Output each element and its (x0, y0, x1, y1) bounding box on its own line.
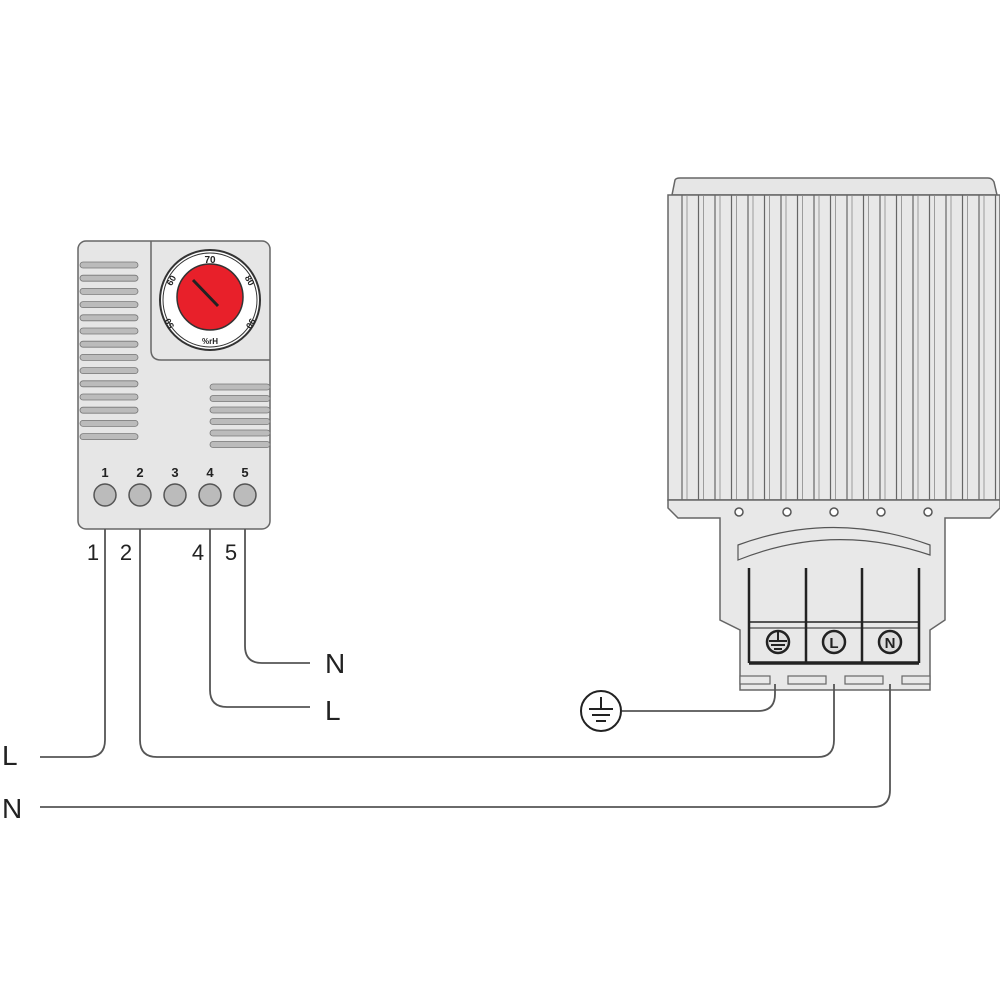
vent-slot (79, 353, 139, 361)
terminal-number-5: 5 (241, 465, 248, 480)
output-l-label: L (325, 695, 341, 726)
vent-slot (79, 340, 139, 348)
vent-slot (79, 406, 139, 414)
l-terminal-label: L (829, 635, 838, 652)
vent-slot (79, 419, 139, 427)
dial-label-50: 50 (163, 317, 177, 331)
vent-slot (79, 314, 139, 322)
vent-slot (209, 406, 271, 414)
terminal-screw-2[interactable] (128, 483, 152, 507)
dial-label-70: 70 (204, 255, 216, 266)
wire-supply-l (40, 529, 106, 758)
dial-label-80: 80 (243, 274, 257, 288)
heater-fins (681, 195, 997, 500)
earth-symbol (580, 690, 622, 732)
vent-slot (79, 367, 139, 375)
n-terminal[interactable]: N (877, 629, 903, 655)
wire-label-5: 5 (225, 540, 237, 565)
dial-label-rh: %rH (202, 337, 218, 346)
terminal-number-2: 2 (136, 465, 143, 480)
vent-slot (209, 441, 271, 448)
earth-terminal[interactable] (765, 629, 791, 655)
dial-label-90: 90 (244, 317, 258, 331)
wire-label-4: 4 (192, 540, 204, 565)
vent-slots-left (79, 261, 139, 441)
l-terminal[interactable]: L (821, 629, 847, 655)
terminal-screw-4[interactable] (198, 483, 222, 507)
vent-slot (209, 418, 271, 425)
wire-earth (622, 684, 776, 712)
vent-slot (79, 393, 139, 401)
wires (40, 529, 891, 808)
vent-slot (79, 327, 139, 335)
terminal-number-1: 1 (101, 465, 108, 480)
output-n-label: N (325, 648, 345, 679)
n-terminal-label: N (885, 635, 896, 652)
terminal-screw-1[interactable] (93, 483, 117, 507)
wire-label-1: 1 (87, 540, 99, 565)
dial-label-60: 60 (165, 274, 179, 288)
vent-slot (209, 383, 271, 391)
humidity-dial[interactable]: 70 60 80 90 50 %rH (159, 249, 261, 351)
thermostat: 70 60 80 90 50 %rH 1 2 3 4 5 (77, 240, 271, 530)
wire-heater-l (139, 529, 835, 758)
vent-slot (79, 301, 139, 309)
vent-slot (79, 433, 139, 441)
terminal-screw-5[interactable] (233, 483, 257, 507)
terminal-number-3: 3 (171, 465, 178, 480)
terminal-screw-3[interactable] (163, 483, 187, 507)
heater-terminal-block: L N (747, 568, 921, 665)
thermostat-terminals: 1 2 3 4 5 (93, 465, 257, 507)
wire-out-n (244, 529, 310, 664)
vent-slots-right (209, 383, 271, 448)
wire-label-2: 2 (120, 540, 132, 565)
vent-slot (209, 395, 271, 402)
vent-slot (79, 261, 139, 269)
vent-slot (79, 287, 139, 295)
heater: L N (667, 177, 1000, 691)
supply-n-label: N (2, 793, 22, 824)
wire-out-l (209, 529, 310, 708)
supply-l-label: L (2, 740, 18, 771)
dial-pointer (191, 278, 220, 308)
vent-slot (209, 429, 271, 437)
vent-slot (79, 274, 139, 282)
wire-supply-n (40, 684, 891, 808)
vent-slot (79, 380, 139, 388)
terminal-number-4: 4 (206, 465, 214, 480)
